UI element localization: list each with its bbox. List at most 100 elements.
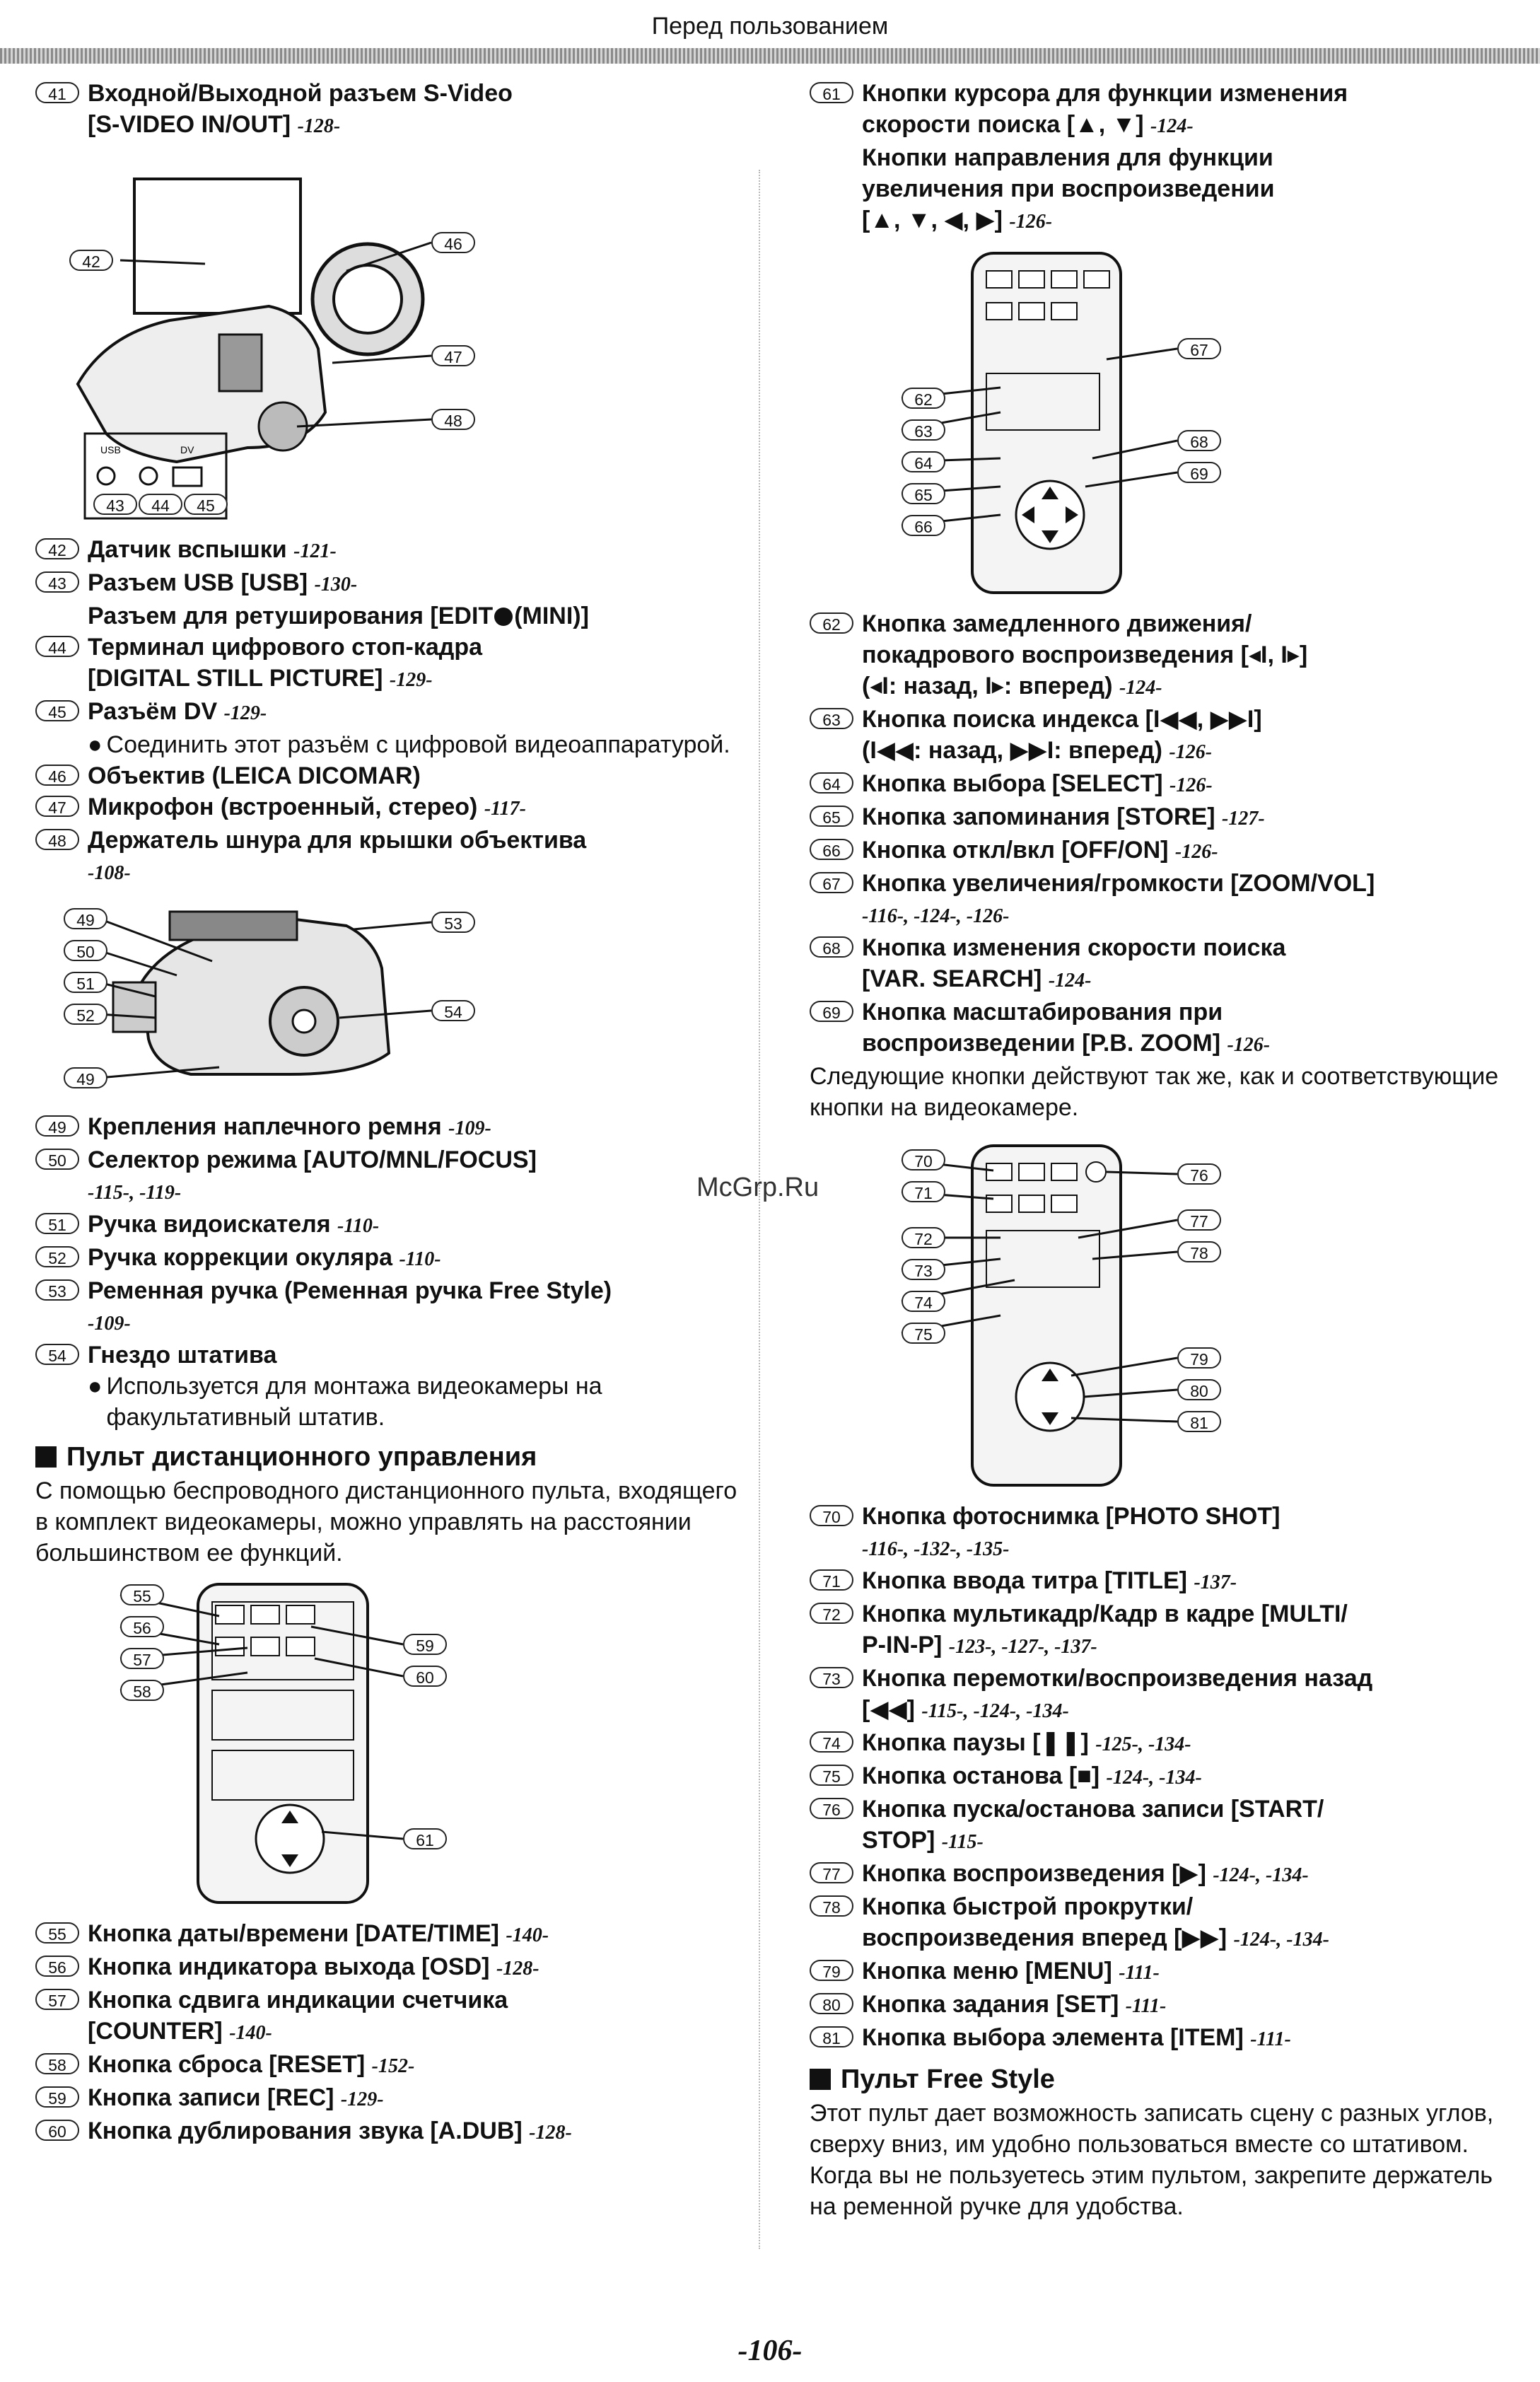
item-title: Терминал цифрового стоп-кадра [88, 634, 483, 661]
remote-figure-3: 70 71 72 73 74 75 76 77 78 79 80 81 [810, 1132, 1517, 1492]
paragraph: Этот пульт дает возможность записать сце… [810, 2100, 1494, 2220]
callout-42: 42 [69, 250, 113, 271]
callout-46: 46 [431, 232, 475, 253]
page-ref: -109- [448, 1117, 491, 1139]
item-number: 67 [810, 872, 853, 893]
callout-59: 59 [403, 1634, 447, 1655]
item-title: Кнопка сдвига индикации счетчика [88, 1987, 508, 2014]
item-51: 51 Ручка видоискателя -110- [35, 1209, 749, 1242]
camera-side-figure: USB DV 42 46 47 48 43 44 45 [35, 151, 742, 525]
item-79: 79 Кнопка меню [MENU] -111- [810, 1956, 1524, 1989]
item-title-line2: P-IN-P] [862, 1632, 943, 1658]
page-ref: -126- [1227, 1034, 1271, 1056]
item-line: увеличения при воспроизведении [862, 175, 1275, 202]
item-number: 50 [35, 1149, 79, 1170]
item-title: Разъем USB [USB] [88, 569, 308, 596]
page-ref: -126- [1169, 741, 1213, 763]
callout-58: 58 [120, 1680, 164, 1701]
camera-top-figure: 49 50 51 52 49 53 54 [35, 897, 742, 1103]
page-ref: -110- [399, 1248, 441, 1270]
page-ref: -115- [941, 1831, 984, 1853]
item-title: Кнопка масштабирования при [862, 999, 1223, 1026]
callout-78: 78 [1177, 1241, 1221, 1262]
item-number: 69 [810, 1001, 853, 1022]
item-45: 45 Разъём DV -129- [35, 696, 749, 729]
page-ref: -123-, -127-, -137- [948, 1636, 1097, 1658]
callout-53: 53 [431, 912, 475, 933]
callout-43: 43 [93, 494, 137, 515]
item-46: 46 Объектив (LEICA DICOMAR) [35, 760, 749, 791]
callout-81: 81 [1177, 1411, 1221, 1432]
left-column: 41 Входной/Выходной разъем S-Video [S-VI… [35, 78, 749, 2149]
callout-56: 56 [120, 1616, 164, 1637]
page-ref: -128- [496, 1958, 539, 1980]
item-61: 61 Кнопки курсора для функции изменения … [810, 78, 1524, 238]
usb-label: USB [100, 444, 121, 455]
item-73: 73 Кнопка перемотки/воспроизведения наза… [810, 1663, 1524, 1727]
bullet-text: Используется для монтажа видеокамеры на … [106, 1373, 602, 1431]
item-number: 45 [35, 700, 79, 721]
item-number: 55 [35, 1922, 79, 1944]
callout-64: 64 [902, 451, 945, 472]
item-title: Селектор режима [AUTO/MNL/FOCUS] [88, 1146, 537, 1173]
item-title: Гнездо штатива [88, 1342, 277, 1369]
page-ref: -110- [337, 1215, 380, 1237]
item-line: Кнопки направления для функции [862, 144, 1273, 171]
item-number: 71 [810, 1569, 853, 1591]
callout-47: 47 [431, 345, 475, 366]
page-ref: -109- [88, 1313, 131, 1335]
item-title: Датчик вспышки [88, 536, 287, 563]
item-number: 75 [810, 1765, 853, 1786]
page-ref: -129- [340, 2088, 384, 2110]
item-line: (I◀◀: назад, ▶▶I: вперед) [862, 737, 1162, 764]
item-59: 59 Кнопка записи [REC] -129- [35, 2082, 749, 2115]
item-number: 47 [35, 796, 79, 817]
column-divider [759, 170, 760, 2249]
item-title-line2: STOP] [862, 1827, 935, 1854]
item-number: 43 [35, 571, 79, 593]
page-ref: -116-, -124-, -126- [862, 905, 1010, 927]
item-80: 80 Кнопка задания [SET] -111- [810, 1989, 1524, 2022]
item-title: Кнопка быстрой прокрутки/ [862, 1893, 1194, 1920]
callout-45: 45 [184, 494, 228, 515]
callout-79: 79 [1177, 1347, 1221, 1369]
item-title: Кнопка пуска/останова записи [START/ [862, 1796, 1324, 1823]
item-number: 53 [35, 1279, 79, 1301]
item-63: 63 Кнопка поиска индекса [I◀◀, ▶▶I] (I◀◀… [810, 704, 1524, 768]
item-number: 46 [35, 765, 79, 786]
callout-50: 50 [64, 940, 107, 961]
item-62: 62 Кнопка замедленного движения/ покадро… [810, 608, 1524, 704]
callout-74: 74 [902, 1291, 945, 1312]
callout-80: 80 [1177, 1379, 1221, 1400]
item-number: 63 [810, 708, 853, 729]
item-number: 77 [810, 1862, 853, 1883]
callout-73: 73 [902, 1259, 945, 1280]
item-71: 71 Кнопка ввода титра [TITLE] -137- [810, 1565, 1524, 1598]
item-title: Кнопка ввода титра [TITLE] [862, 1567, 1187, 1594]
item-title: Разъём DV [88, 698, 218, 725]
page-ref: -121- [293, 540, 337, 562]
item-title-line2: Разъем для ретуширования [EDIT [88, 603, 494, 629]
callout-66: 66 [902, 515, 945, 536]
item-number: 76 [810, 1798, 853, 1819]
item-line: [▲, ▼, ◀, ▶] [862, 207, 1003, 233]
item-60: 60 Кнопка дублирования звука [A.DUB] -12… [35, 2115, 749, 2149]
dv-label: DV [180, 444, 194, 455]
item-title: Кнопка выбора [SELECT] [862, 770, 1163, 797]
item-64: 64 Кнопка выбора [SELECT] -126- [810, 768, 1524, 801]
item-number: 65 [810, 806, 853, 827]
callout-52: 52 [64, 1004, 107, 1025]
page-ref: -140- [229, 2022, 272, 2044]
item-68: 68 Кнопка изменения скорости поиска [VAR… [810, 932, 1524, 997]
page-ref: -126- [1174, 841, 1218, 863]
item-number: 59 [35, 2086, 79, 2108]
item-67: 67 Кнопка увеличения/громкости [ZOOM/VOL… [810, 868, 1524, 932]
callout-51: 51 [64, 972, 107, 993]
item-line: скорости поиска [▲, ▼] [862, 111, 1144, 138]
item-title: Кнопка записи [REC] [88, 2084, 334, 2111]
item-title-line2: воспроизведении [P.B. ZOOM] [862, 1030, 1221, 1057]
section-heading: Пульт Free Style [810, 2061, 1524, 2098]
item-53: 53 Ременная ручка (Ременная ручка Free S… [35, 1275, 749, 1340]
page-ref: -137- [1194, 1571, 1237, 1593]
section-title: Пульт Free Style [841, 2064, 1055, 2094]
